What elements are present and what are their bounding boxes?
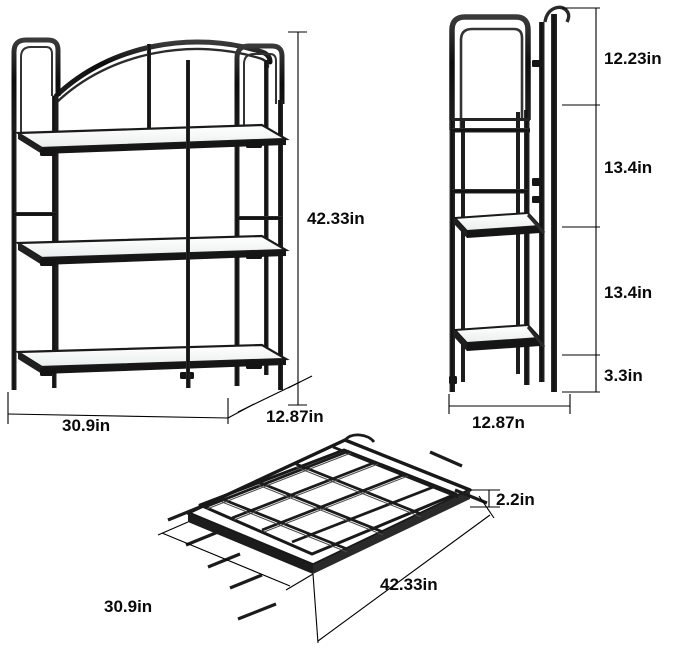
- folded-frame-inner: [198, 448, 458, 556]
- side-depth-label: 12.87n: [472, 413, 525, 432]
- folded-length-label: 42.33in: [380, 575, 438, 594]
- folded-width-label: 30.9in: [104, 597, 152, 616]
- folded-lattice-highlight: [206, 452, 422, 553]
- side-rail-upper: [452, 128, 530, 133]
- side-rear-post-b: [551, 14, 557, 392]
- side-front-leg: [449, 120, 455, 392]
- front-right-wing-brace: [238, 216, 282, 220]
- front-leg-outer-left: [11, 130, 17, 388]
- side-lower-label: 13.4in: [604, 283, 652, 302]
- front-depth-label: 12.87in: [266, 407, 324, 426]
- side-shelf-bottom: [452, 323, 546, 351]
- front-view: 42.33in 30.9in 12.87in: [7, 31, 365, 435]
- front-dimension-height: [288, 31, 307, 406]
- side-upper-label: 13.4in: [604, 158, 652, 177]
- folded-leg-stubs: [167, 505, 277, 621]
- side-dimension-brackets: [562, 7, 600, 393]
- folded-frame-thickness: [188, 490, 470, 574]
- folded-view: 42.33in 30.9in 2.2in: [104, 433, 535, 644]
- front-height-label: 42.33in: [307, 209, 365, 228]
- side-view: 12.23in 13.4in 13.4in 3.3in 12.87n: [448, 5, 662, 432]
- side-dimension-depth: [448, 394, 571, 414]
- side-rail-mid: [452, 189, 528, 194]
- front-dimension-depth: [227, 375, 313, 419]
- front-leg-outer-right: [278, 100, 283, 390]
- front-dimension-width: [7, 392, 229, 424]
- front-left-wing: [11, 37, 61, 388]
- side-hinge-mid: [532, 178, 542, 186]
- front-arch-center-post: [147, 44, 151, 144]
- side-bottom-label: 3.3in: [604, 366, 643, 385]
- front-shelf-middle: [14, 234, 290, 266]
- folded-dimension-thickness: [470, 489, 500, 508]
- folded-dimension-width: [157, 521, 314, 591]
- front-shelf-top: [14, 123, 290, 156]
- front-shelf-bottom: [14, 343, 290, 379]
- folded-thickness-label: 2.2in: [496, 490, 535, 509]
- side-hinge-top: [532, 60, 542, 67]
- side-shelf-middle: [452, 211, 546, 238]
- side-near-frame-top: [449, 14, 531, 130]
- front-left-wing-brace: [14, 212, 56, 216]
- front-width-label: 30.9in: [62, 416, 110, 435]
- side-top-label: 12.23in: [604, 49, 662, 68]
